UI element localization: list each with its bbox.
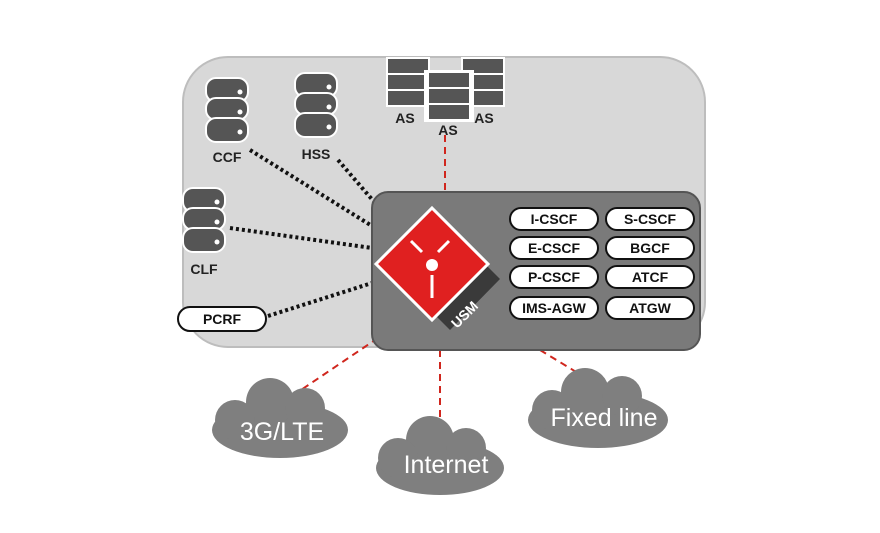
ccf-database-icon: [205, 77, 249, 143]
ccf-label: CCF: [213, 149, 242, 165]
3g-lte-link: [297, 337, 379, 393]
function-p-cscf: P-CSCF: [528, 269, 581, 285]
3g-lte-label: 3G/LTE: [240, 418, 324, 446]
function-bgcf: BGCF: [630, 240, 670, 256]
hss-label: HSS: [302, 146, 331, 162]
as-server-icon-left: [386, 57, 430, 107]
function-atcf: ATCF: [632, 269, 669, 285]
internet-cloud-icon: [376, 416, 504, 495]
function-atgw: ATGW: [629, 300, 672, 316]
internet-label: Internet: [404, 451, 489, 479]
as-label-right: AS: [474, 110, 493, 126]
clf-database-icon: [182, 187, 226, 253]
fixed-line-label: Fixed line: [551, 404, 658, 432]
as-server-icon-center: [424, 70, 474, 122]
clf-label: CLF: [190, 261, 218, 277]
function-pills: I-CSCF S-CSCF E-CSCF BGCF P-CSCF ATCF IM…: [509, 207, 695, 320]
function-ims-agw: IMS-AGW: [522, 300, 587, 316]
fixed-line-cloud-icon: [528, 368, 668, 448]
function-i-cscf: I-CSCF: [531, 211, 578, 227]
function-e-cscf: E-CSCF: [528, 240, 581, 256]
pcrf-node: [177, 306, 267, 332]
as-label-left: AS: [395, 110, 414, 126]
as-label-center: AS: [438, 122, 457, 138]
function-s-cscf: S-CSCF: [624, 211, 677, 227]
pcrf-label: PCRF: [203, 311, 242, 327]
3g-lte-cloud-icon: [212, 378, 348, 458]
hss-database-icon: [294, 72, 338, 138]
pcrf-link: [267, 281, 373, 318]
hss-link: [336, 158, 378, 206]
